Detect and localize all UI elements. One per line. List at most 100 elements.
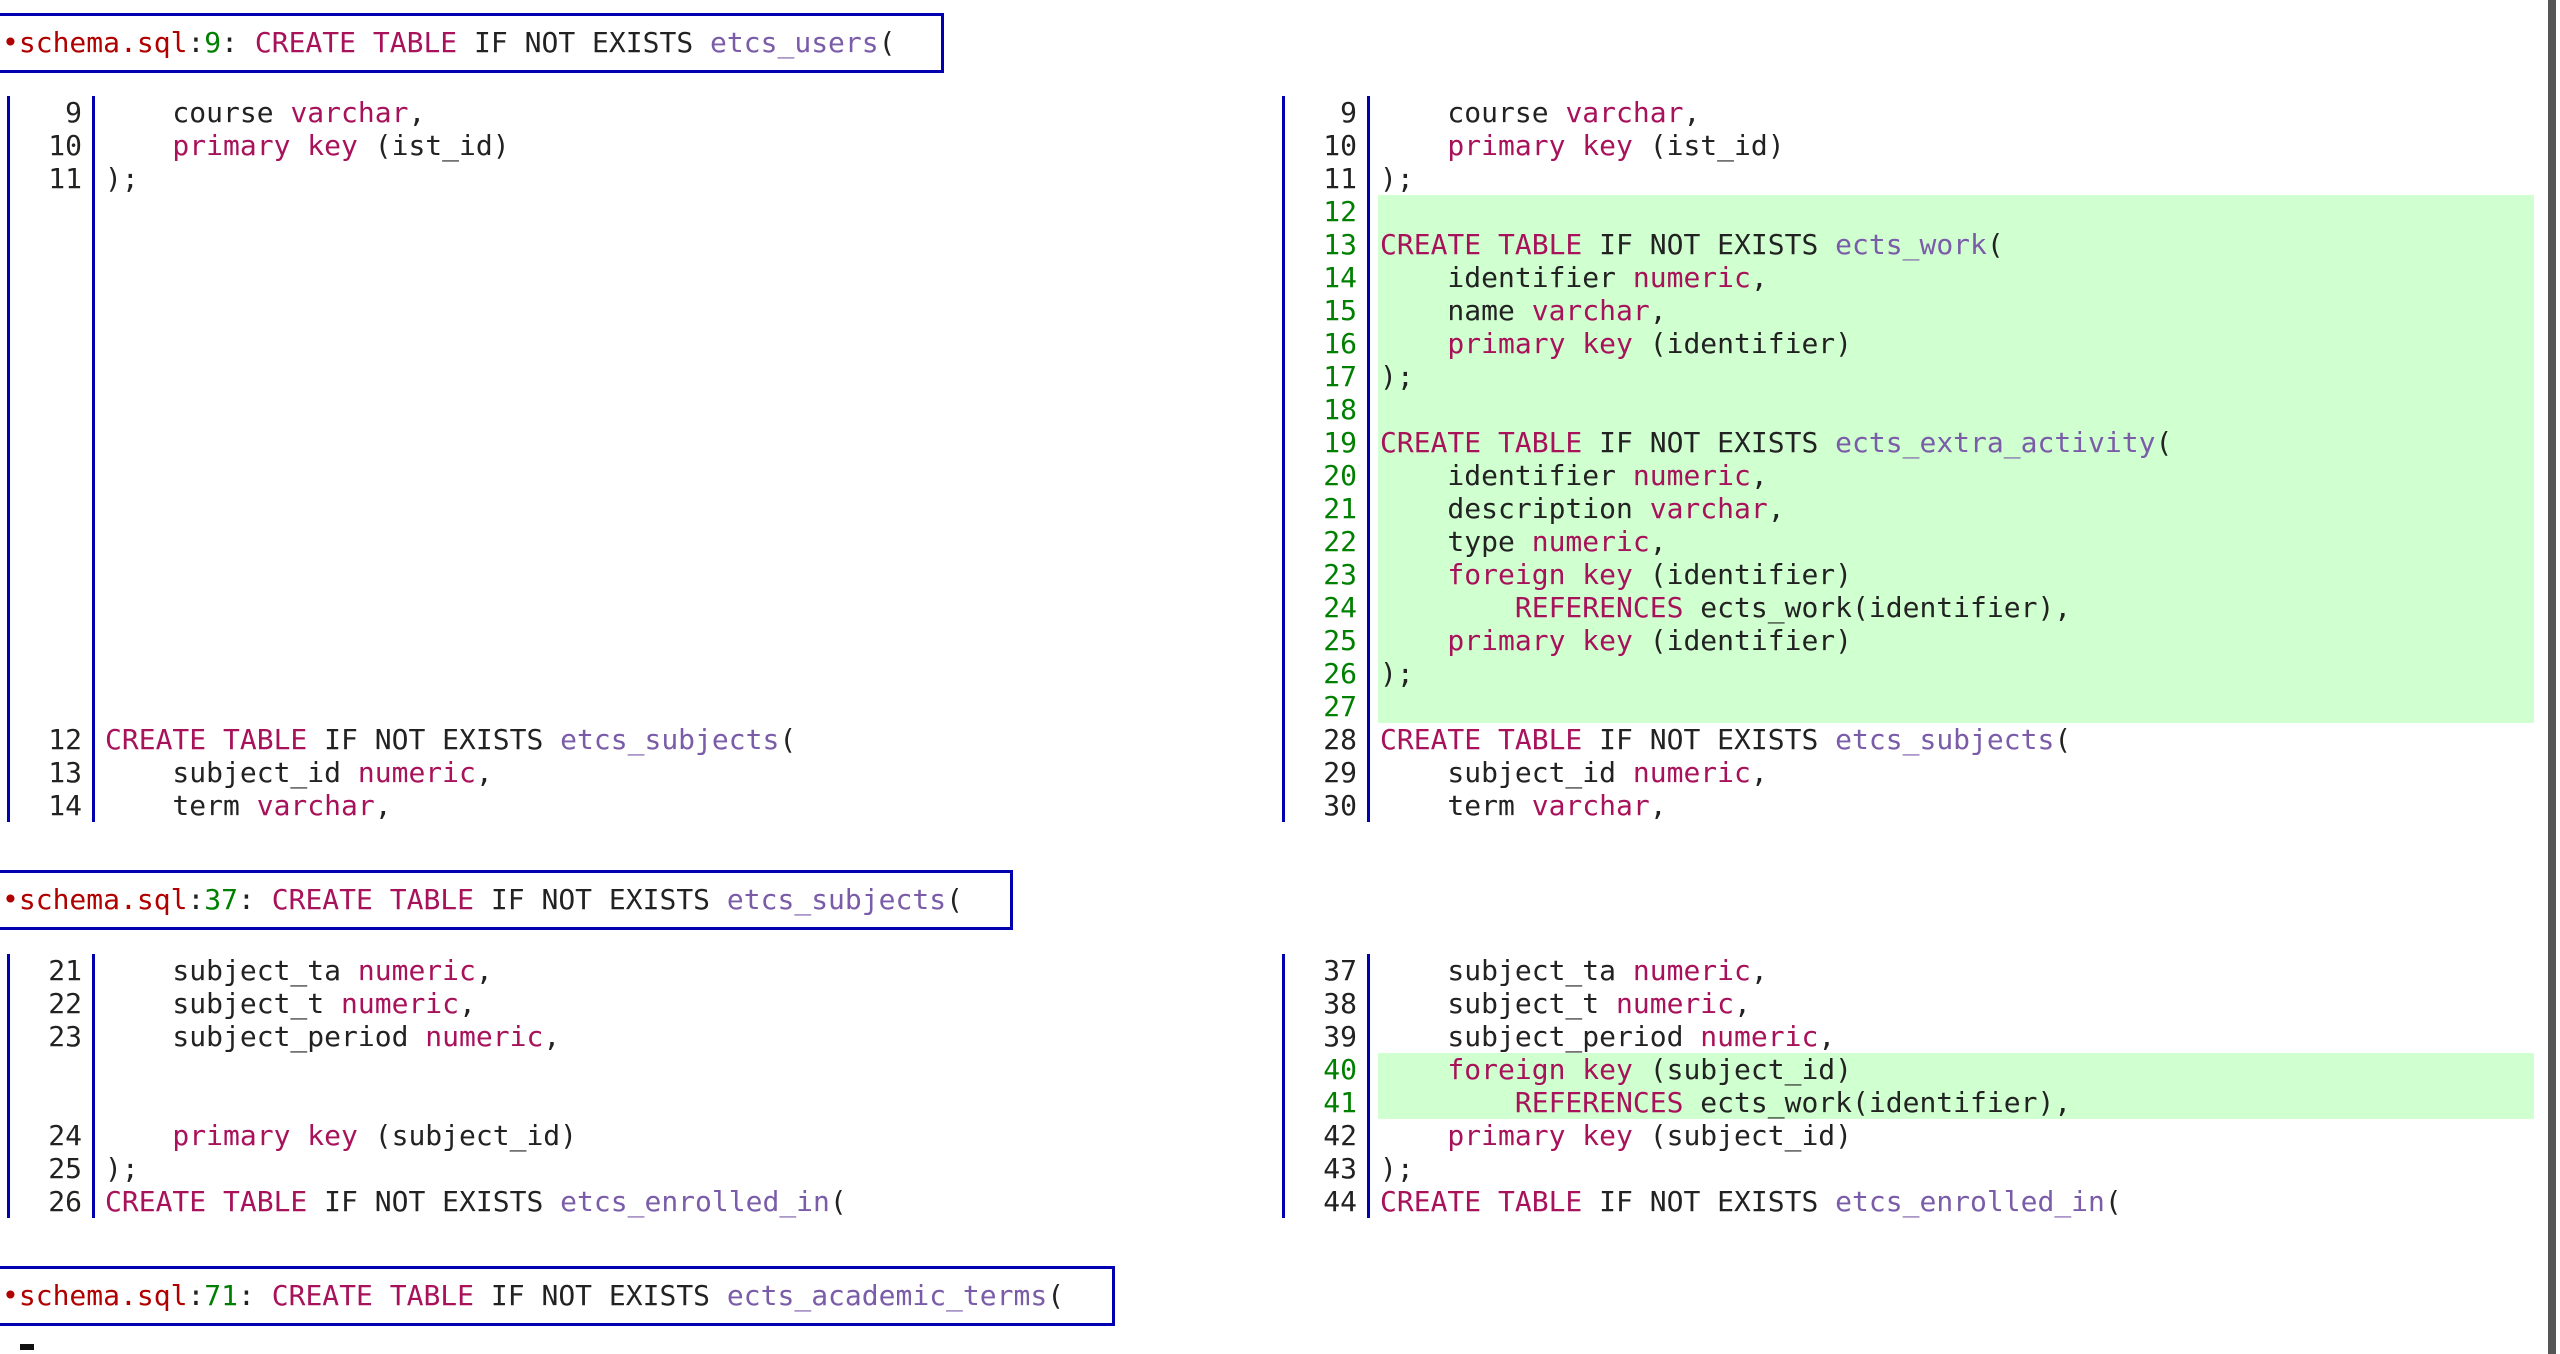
code-line: CREATE TABLE IF NOT EXISTS etcs_enrolled…	[1378, 1185, 2534, 1218]
sql-keyword: varchar	[1565, 96, 1684, 129]
table-identifier: etcs_enrolled_in	[1835, 1185, 2105, 1218]
code-text: (	[2155, 426, 2173, 459]
code-text: ,	[408, 96, 426, 129]
added-code-line: description varchar,	[1378, 492, 2534, 525]
table-identifier: ects_extra_activity	[1835, 426, 2156, 459]
code-text: ,	[1649, 294, 1667, 327]
scrollbar[interactable]	[2548, 0, 2556, 1354]
code-text: ,	[1750, 459, 1768, 492]
code-text: course	[105, 96, 291, 129]
code-text: ,	[1649, 525, 1667, 558]
table-name: etcs_users	[710, 26, 879, 59]
sql-keyword: numeric	[1632, 261, 1751, 294]
code-line: term varchar,	[1378, 789, 2534, 822]
code-line: term varchar,	[103, 789, 1190, 822]
code-text: );	[105, 162, 139, 195]
pane-border	[1282, 96, 1285, 822]
code-text: IF NOT EXISTS	[307, 1185, 561, 1218]
line-number: 43	[1323, 1152, 1357, 1185]
added-code-line: REFERENCES ects_work(identifier),	[1378, 591, 2534, 624]
separator: :	[187, 26, 205, 59]
sql-keyword: CREATE TABLE	[105, 723, 308, 756]
line-number: 13	[48, 756, 82, 789]
diff-line: 42 primary key (subject_id)	[1285, 1119, 2534, 1152]
added-code-line: name varchar,	[1378, 294, 2534, 327]
code-line: subject_period numeric,	[103, 1020, 1190, 1053]
code-line: subject_t numeric,	[103, 987, 1190, 1020]
code-line: );	[1378, 1152, 2534, 1185]
diff-line: 26);	[1285, 657, 2534, 690]
added-code-line: CREATE TABLE IF NOT EXISTS ects_work(	[1378, 228, 2534, 261]
diff-line: 15 name varchar,	[1285, 294, 2534, 327]
code-line	[103, 360, 1190, 393]
line-number: 28	[1323, 723, 1357, 756]
line-number: 25	[48, 1152, 82, 1185]
diff-line: 10 primary key (ist_id)	[10, 129, 1190, 162]
code-text: (	[1986, 228, 2004, 261]
diff-line: 14 term varchar,	[10, 789, 1190, 822]
pane-border	[7, 96, 10, 822]
code-line: subject_id numeric,	[103, 756, 1190, 789]
diff-line: 17);	[1285, 360, 2534, 393]
sql-keyword: numeric	[357, 756, 476, 789]
code-line	[103, 558, 1190, 591]
sql-keyword: varchar	[1531, 789, 1650, 822]
code-text: IF NOT EXISTS	[1582, 723, 1836, 756]
bullet-icon: •	[2, 26, 19, 59]
diff-line: 43);	[1285, 1152, 2534, 1185]
sql-keyword: CREATE TABLE	[1380, 426, 1583, 459]
code-line	[103, 294, 1190, 327]
code-text: IF NOT EXISTS	[1582, 228, 1836, 261]
diff-line: 10 primary key (ist_id)	[1285, 129, 2534, 162]
line-number: 9	[1340, 96, 1357, 129]
diff-line	[10, 195, 1190, 228]
code-text: subject_ta	[1380, 954, 1633, 987]
added-code-line	[1378, 690, 2534, 723]
code-text: ,	[475, 954, 493, 987]
hunk-header[interactable]: •schema.sql:9: CREATE TABLE IF NOT EXIST…	[0, 13, 944, 73]
sql-keyword: REFERENCES	[1380, 1086, 1684, 1119]
diff-line	[10, 261, 1190, 294]
code-text: subject_period	[105, 1020, 426, 1053]
code-text: (identifier)	[1632, 558, 1853, 591]
code-line: );	[103, 162, 1190, 195]
added-code-line: REFERENCES ects_work(identifier),	[1378, 1086, 2534, 1119]
diff-line: 20 identifier numeric,	[1285, 459, 2534, 492]
code-text: subject_t	[105, 987, 342, 1020]
sql-keyword: numeric	[1700, 1020, 1819, 1053]
code-text: ,	[1750, 954, 1768, 987]
diff-line: 30 term varchar,	[1285, 789, 2534, 822]
code-text: name	[1380, 294, 1532, 327]
keyword: CREATE TABLE	[271, 1279, 475, 1312]
diff-line: 24 primary key (subject_id)	[10, 1119, 1190, 1152]
separator: :	[238, 1279, 272, 1312]
sql-keyword: primary key	[105, 129, 358, 162]
file-name: schema.sql	[18, 883, 188, 916]
added-code-line: primary key (identifier)	[1378, 327, 2534, 360]
line-number: 9	[204, 26, 222, 59]
table-identifier: ects_work	[1835, 228, 1987, 261]
terminal-cursor	[20, 1344, 34, 1350]
code-text: IF NOT EXISTS	[307, 723, 561, 756]
sql-keyword: numeric	[1632, 954, 1751, 987]
added-code-line: );	[1378, 657, 2534, 690]
diff-line	[10, 1053, 1190, 1086]
code-text: );	[1380, 360, 1414, 393]
code-text: (	[2054, 723, 2072, 756]
hunk-header[interactable]: •schema.sql:37: CREATE TABLE IF NOT EXIS…	[0, 870, 1013, 930]
diff-line: 23 subject_period numeric,	[10, 1020, 1190, 1053]
line-number: 27	[1323, 690, 1357, 723]
hunk-header[interactable]: •schema.sql:71: CREATE TABLE IF NOT EXIS…	[0, 1266, 1115, 1326]
line-number: 12	[1323, 195, 1357, 228]
sql-keyword: numeric	[1616, 987, 1735, 1020]
header-text: (	[946, 883, 963, 916]
code-text: (subject_id)	[1632, 1053, 1853, 1086]
header-text: (	[878, 26, 896, 59]
code-text: (	[829, 1185, 847, 1218]
code-text: ,	[374, 789, 392, 822]
diff-line	[10, 294, 1190, 327]
sql-keyword: CREATE TABLE	[105, 1185, 308, 1218]
